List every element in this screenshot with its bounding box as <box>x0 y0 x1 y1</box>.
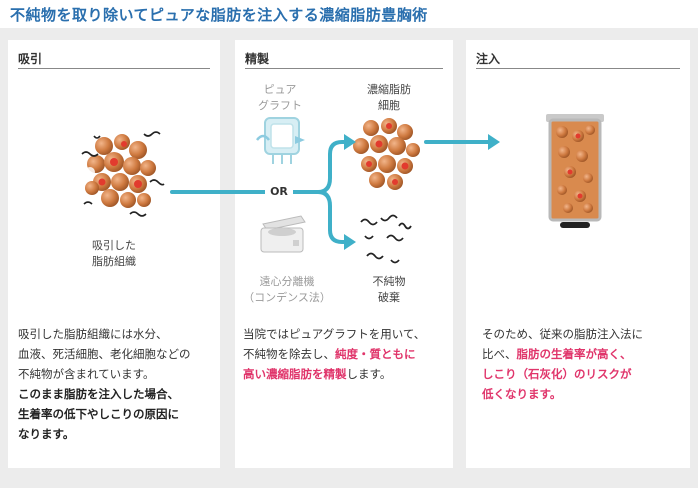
aspirated-fat-caption: 吸引した 脂肪組織 <box>92 239 136 268</box>
refine-heading: 精製 <box>245 52 270 66</box>
heading-divider <box>18 68 210 69</box>
impurity-discard-caption: 不純物 破棄 <box>372 275 406 304</box>
suction-panel: 吸引 吸引した 脂肪組織 <box>8 40 220 468</box>
refine-description: 当院ではピュアグラフトを用いて、 不純物を除去し、純度・質ともに 高い濃縮脂肪を… <box>243 327 426 381</box>
or-label: OR <box>265 184 293 200</box>
centrifuge-machine-icon <box>260 215 306 253</box>
inject-panel: 注入 そのため、従来の脂肪注入法に 比べ、脂肪の生着率が高く、 しこり（石灰化）… <box>466 40 690 468</box>
centrifuge-caption: 遠心分離機 （コンデンス法） <box>243 275 331 304</box>
refine-panel: 精製 ピュア グラフト 遠心分離機 （コンデンス法） 濃縮脂肪 細胞 <box>235 40 453 468</box>
inject-heading: 注入 <box>476 52 501 66</box>
inject-description: そのため、従来の脂肪注入法に 比べ、脂肪の生着率が高く、 しこり（石灰化）のリス… <box>482 327 643 401</box>
discarded-impurities-icon <box>360 214 412 264</box>
suction-heading: 吸引 <box>18 52 43 66</box>
suction-description: 吸引した脂肪組織には水分、 血液、死活細胞、老化細胞などの 不純物が含まれていま… <box>18 327 191 441</box>
concentrated-fat-cluster-icon <box>353 118 420 190</box>
concentrated-fat-caption: 濃縮脂肪 細胞 <box>367 83 411 112</box>
heading-divider <box>476 68 680 69</box>
syringe-tube-icon <box>546 114 604 228</box>
heading-divider <box>245 68 443 69</box>
puregraft-caption: ピュア グラフト <box>258 83 302 112</box>
puregraft-bag-icon <box>256 117 305 164</box>
page-title: 不純物を取り除いてピュアな脂肪を注入する濃縮脂肪豊胸術 <box>10 6 428 24</box>
aspirated-fat-cluster-icon <box>81 131 165 217</box>
